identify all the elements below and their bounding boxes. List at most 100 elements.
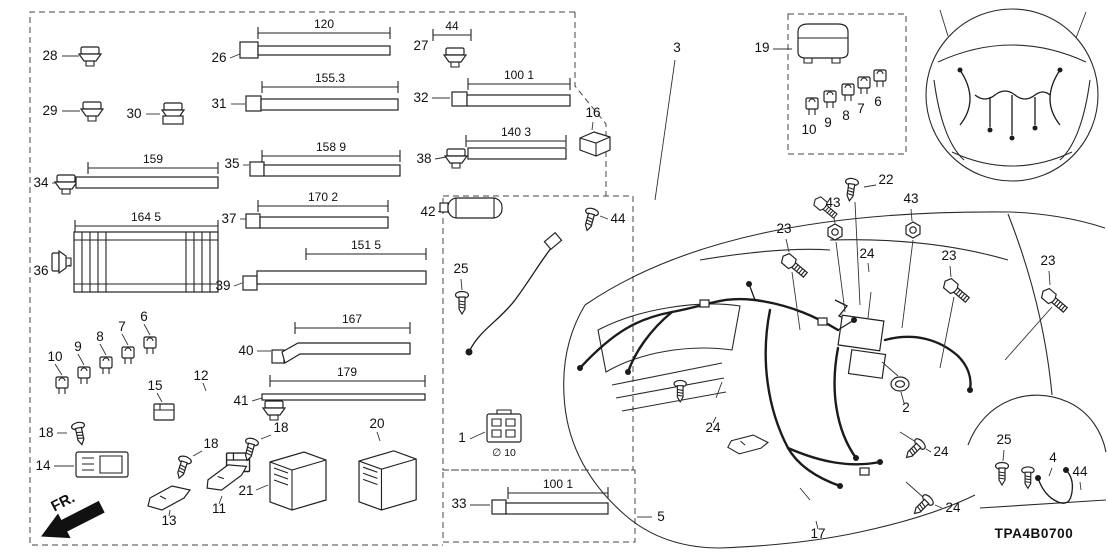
- callout-10-bot: 10: [47, 349, 62, 364]
- part-25b-screw: 25: [994, 432, 1012, 486]
- part-30-clip: 30: [126, 102, 185, 125]
- dimension-40: 167: [342, 312, 362, 326]
- callout-41: 41: [233, 393, 248, 408]
- fuse-icon: [55, 376, 69, 395]
- callout-23-a: 23: [776, 221, 791, 236]
- callout-24-a: 24: [859, 246, 875, 261]
- relay-icon: [153, 403, 175, 421]
- part-28-clip: 28: [42, 46, 102, 67]
- dimension-39: 151 5: [351, 238, 381, 252]
- dimension-27: 44: [445, 19, 459, 33]
- connector-icon: [579, 131, 611, 157]
- part-13-bracket: 13: [147, 485, 191, 528]
- screw-icon: [994, 461, 1010, 486]
- screw-icon: [580, 206, 600, 233]
- part-23b-bolt: 23: [939, 248, 972, 369]
- part-43b-nut: 43: [901, 191, 921, 329]
- callout-8-top: 8: [842, 108, 850, 123]
- dimension-37: 170 2: [308, 190, 338, 204]
- callout-7-top: 7: [857, 101, 865, 116]
- part-24a-bolt: 24: [811, 194, 875, 319]
- dimension-26: 120: [314, 17, 334, 31]
- dimension-35: 158 9: [316, 140, 346, 154]
- clip-icon: [444, 148, 468, 169]
- dimension-33: 100 1: [543, 477, 573, 491]
- part-14-module: 14: [35, 451, 129, 478]
- car-body-outline: [563, 211, 1107, 549]
- part-20-ecu: 20: [358, 416, 417, 511]
- detail-circle-view: [925, 8, 1099, 182]
- part-24b-bolt: 24: [673, 379, 723, 435]
- dimension-41: 179: [337, 365, 357, 379]
- callout-27: 27: [413, 38, 428, 53]
- dimension-36: 164 5: [131, 210, 161, 224]
- callout-43-a: 43: [825, 195, 840, 210]
- part-33-subcord: 33: [451, 496, 609, 515]
- part-24c-bolt: 24: [899, 431, 949, 463]
- callout-44-a: 44: [610, 211, 626, 226]
- screw-icon: [1021, 466, 1035, 489]
- part-35-subcord: 35: [224, 156, 401, 177]
- callout-24-b: 24: [705, 420, 721, 435]
- part-39-subcord: 39: [215, 270, 427, 293]
- callout-32: 32: [413, 90, 428, 105]
- bolt-icon: [778, 251, 810, 281]
- callout-12: 12: [193, 368, 208, 383]
- part-2-grommet: 2: [881, 361, 910, 415]
- callout-16: 16: [585, 105, 600, 120]
- part-1-connector: 1 ∅ 10: [458, 409, 522, 459]
- part-26-bracket: 26: [211, 41, 391, 65]
- callout-34: 34: [33, 175, 49, 190]
- screw-icon: [842, 177, 860, 203]
- callout-1: 1: [458, 430, 466, 445]
- part-19-cover: 19: [754, 23, 849, 64]
- part-25a-screw: 25: [453, 261, 470, 315]
- callout-42: 42: [420, 204, 435, 219]
- callout-21: 21: [238, 483, 253, 498]
- part-ground-cable: [465, 231, 563, 356]
- callout-30: 30: [126, 106, 141, 121]
- callout-11: 11: [212, 501, 226, 516]
- fr-direction-arrow: FR.: [41, 489, 105, 539]
- part-32-subcord: 32: [413, 90, 571, 107]
- callout-3: 3: [673, 40, 681, 55]
- ecu-icon: [269, 451, 327, 511]
- dimension-31: 155.3: [315, 71, 345, 85]
- part-27-clip: 27: [413, 38, 467, 68]
- callout-37: 37: [221, 211, 236, 226]
- part-24d-bolt: 24: [905, 481, 961, 519]
- callout-18-b: 18: [203, 436, 218, 451]
- callout-17: 17: [810, 526, 825, 541]
- fr-label: FR.: [48, 489, 77, 515]
- dashed-borders: [29, 11, 907, 546]
- fusebox-cover-icon: [797, 23, 849, 64]
- callout-31: 31: [211, 96, 226, 111]
- callout-19: 19: [754, 40, 769, 55]
- callout-39: 39: [215, 278, 230, 293]
- callout-23-b: 23: [941, 248, 956, 263]
- bracket-icon: [147, 485, 191, 511]
- part-15-relay: 15: [147, 378, 175, 421]
- fuse-row-top: 10 9 8 7 6: [801, 69, 887, 137]
- fuse-row-bottom: 10 9 8 7 6: [47, 309, 157, 395]
- dimension-32: 100 1: [504, 68, 534, 82]
- callout-26: 26: [211, 50, 226, 65]
- callout-4: 4: [1049, 450, 1057, 465]
- callout-36: 36: [33, 263, 48, 278]
- part-44a-screw: 44: [580, 206, 626, 233]
- callout-10-top: 10: [801, 122, 816, 137]
- clip-icon: [443, 47, 467, 68]
- part-18a-bolt: 18: [38, 420, 89, 447]
- fuse-icon: [99, 356, 113, 375]
- part-16-connector: 16: [579, 105, 611, 157]
- callout-23-c: 23: [1040, 253, 1055, 268]
- grommet-icon: [890, 376, 910, 392]
- nut-icon: [827, 223, 843, 241]
- part-11-bracket: 11: [203, 461, 250, 516]
- callout-20: 20: [369, 416, 384, 431]
- dimension-annotations: 120 44 155.3 100 1 140 3 158 9 159 170 2…: [74, 17, 609, 499]
- fuse-icon: [841, 83, 855, 102]
- screw-icon: [901, 436, 928, 463]
- callout-7-bot: 7: [118, 319, 126, 334]
